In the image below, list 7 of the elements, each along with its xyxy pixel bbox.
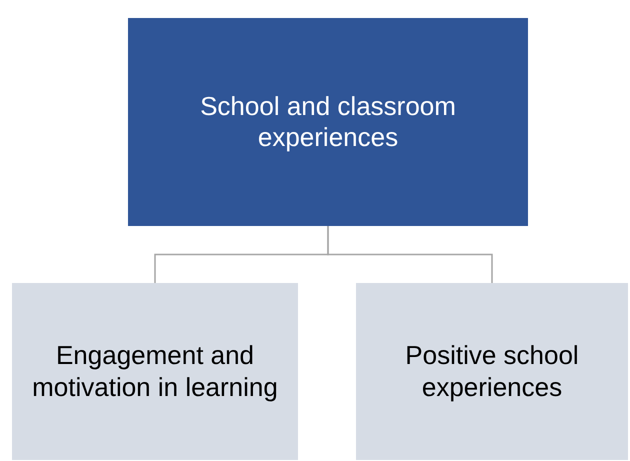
box-text: Positive school experiences	[404, 340, 580, 403]
box-text: School and classroom experiences	[199, 90, 457, 154]
org-box	[12, 283, 298, 460]
org-box	[356, 283, 628, 460]
box-text: Engagement and motivation in learning	[31, 340, 279, 403]
org-box	[128, 18, 528, 226]
connector-line	[327, 226, 493, 283]
